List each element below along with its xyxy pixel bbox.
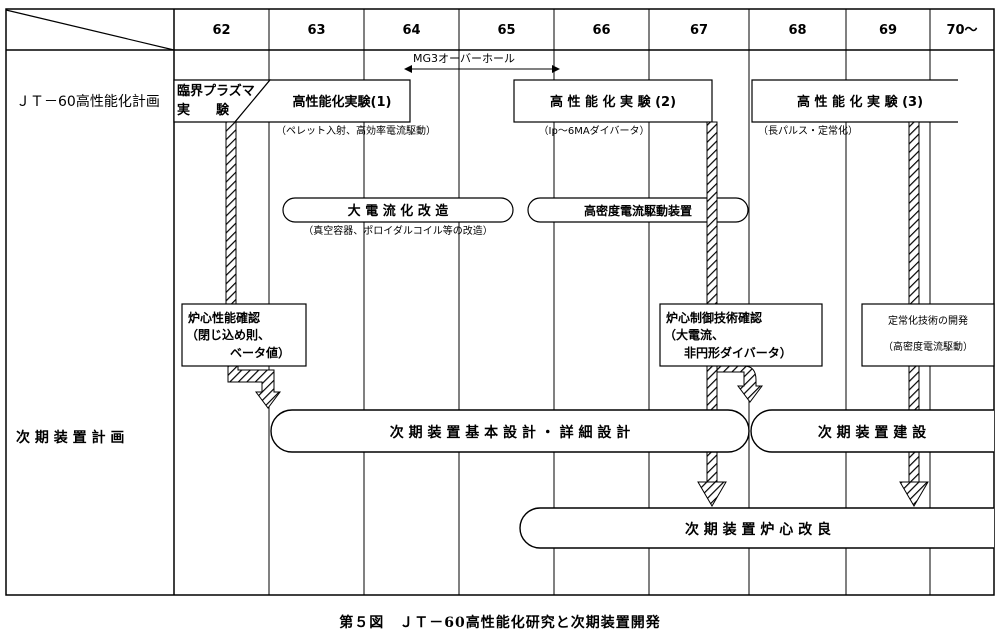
construction-capsule xyxy=(750,409,994,453)
year-label: 68 xyxy=(788,23,806,38)
overhaul-arrow-left-head xyxy=(404,65,412,73)
high-density-label: 高密度電流駆動装置 xyxy=(584,203,692,218)
core-confirm-box xyxy=(181,303,307,367)
core-confirm-line2: （閉じ込め則、 xyxy=(186,327,270,342)
high-density-capsule xyxy=(527,197,749,223)
steady-line1: 定常化技術の開発 xyxy=(888,314,968,327)
perf1-label: 高性能化実験(1) xyxy=(293,94,392,110)
row-label-jt60: ＪＴ－60高性能化計画 xyxy=(16,93,160,110)
figure-caption: 第５図 ＪＴ－60高性能化研究と次期装置開発 xyxy=(339,615,661,631)
core-control-line1: 炉心制御技術確認 xyxy=(666,310,762,325)
design-label: 次 期 装 置 基 本 設 計 ・ 詳 細 設 計 xyxy=(390,424,631,441)
perf3-note: （長パルス・定常化） xyxy=(758,124,858,137)
core-improve-label: 次 期 装 置 炉 心 改 良 xyxy=(685,521,831,538)
high-current-note: （真空容器、ポロイダルコイル等の改造） xyxy=(303,224,492,237)
core-confirm-line1: 炉心性能確認 xyxy=(188,310,260,325)
year-label: 63 xyxy=(307,23,325,38)
core-control-box xyxy=(659,303,823,367)
year-label: 66 xyxy=(592,23,610,38)
critical-plasma-label-2: 実 験 xyxy=(177,102,230,118)
table-frame xyxy=(5,8,995,596)
year-label: 69 xyxy=(879,23,897,38)
overhaul-label: MG3オーバーホール xyxy=(413,52,515,65)
perf1-box xyxy=(234,79,411,123)
row-label-next-device: 次 期 装 置 計 画 xyxy=(16,429,124,446)
core-control-line2: （大電流、 xyxy=(664,327,724,342)
high-current-label: 大 電 流 化 改 造 xyxy=(348,203,450,219)
design-capsule xyxy=(270,409,750,453)
core-improve-capsule xyxy=(519,507,994,549)
perf3-label: 高 性 能 化 実 験 (3) xyxy=(797,94,923,110)
hatched-arrow-5-head xyxy=(899,481,929,507)
perf1-note: （ペレット入射、高効率電流駆動） xyxy=(276,124,436,137)
hatched-arrow-1-shaft xyxy=(225,121,237,307)
perf2-note: （Ip～6MAダイバータ） xyxy=(539,124,650,137)
year-labels: 62 63 64 65 66 67 68 69 70～ xyxy=(212,23,977,38)
perf3-box xyxy=(751,79,958,123)
hatched-arrow-4 xyxy=(716,365,763,403)
hatched-arrow-3-head xyxy=(697,481,727,507)
year-label: 70～ xyxy=(946,23,977,38)
year-label: 64 xyxy=(402,23,420,38)
perf2-box xyxy=(513,79,713,123)
high-current-capsule xyxy=(282,197,514,223)
year-label: 62 xyxy=(212,23,230,38)
year-label: 67 xyxy=(690,23,708,38)
critical-plasma-label: 臨界プラズマ xyxy=(177,83,255,99)
perf2-label: 高 性 能 化 実 験 (2) xyxy=(550,94,676,110)
steady-line2: （高密度電流駆動） xyxy=(883,340,973,353)
core-control-line3: 非円形ダイバータ） xyxy=(684,345,792,360)
steady-box xyxy=(861,303,995,367)
overhaul-arrow-right-head xyxy=(552,65,560,73)
hatched-arrow-2 xyxy=(227,365,281,409)
core-confirm-line3: ベータ値） xyxy=(230,345,290,360)
construction-label: 次 期 装 置 建 設 xyxy=(818,424,927,441)
year-label: 65 xyxy=(497,23,515,38)
header-diagonal xyxy=(5,9,175,51)
